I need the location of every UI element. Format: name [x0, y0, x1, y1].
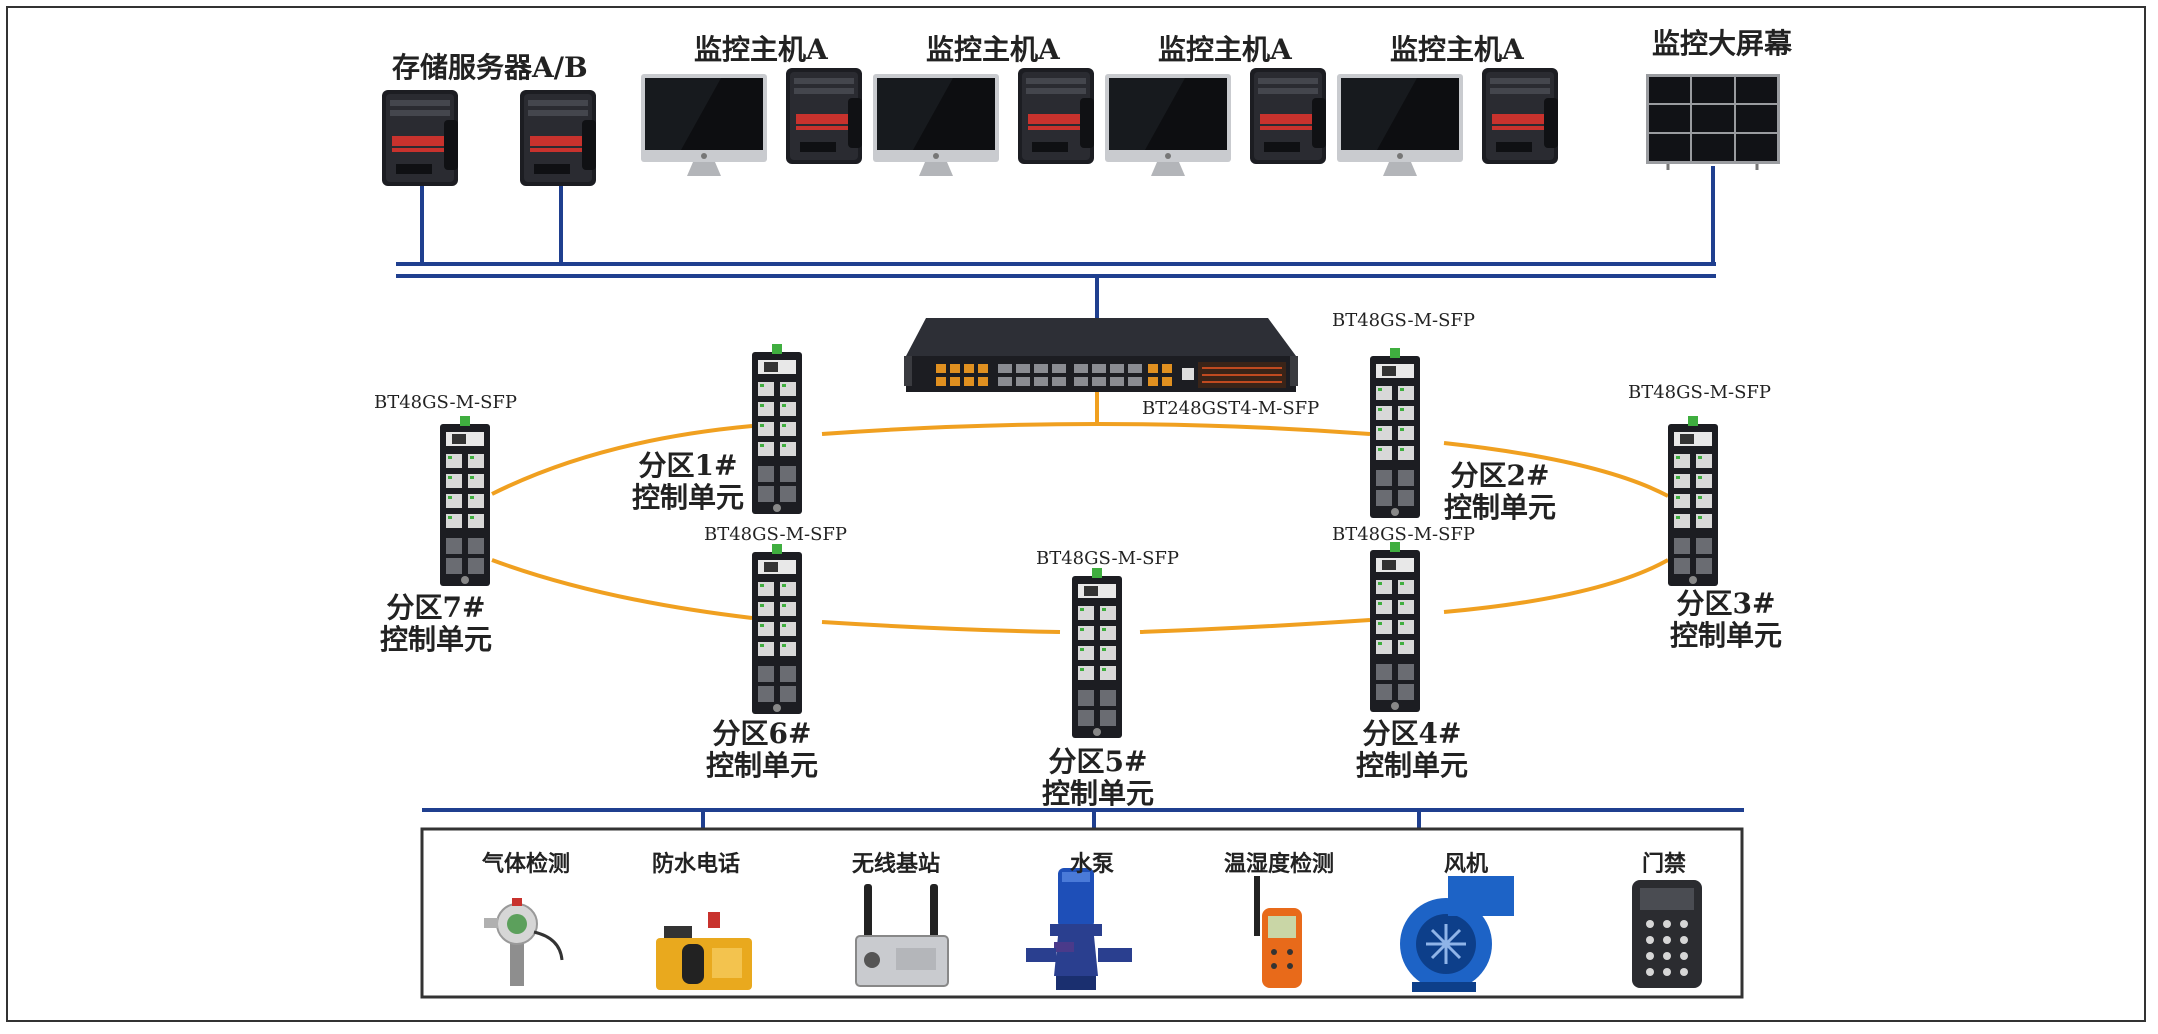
zone-2-model: BT48GS-M-SFP: [1332, 310, 1476, 331]
zone-7-unit: 控制单元: [380, 623, 493, 656]
gas-detector-icon: [484, 898, 564, 986]
monitoring-host-4: [1337, 68, 1558, 176]
zone-2-label: 分区2# 控制单元: [1444, 460, 1556, 524]
zone-6-switch-icon: [752, 544, 802, 714]
video-wall-label: 监控大屏幕: [1652, 27, 1793, 60]
waterproof-phone-icon: [656, 912, 752, 990]
zone-2-switch-icon: [1370, 348, 1420, 518]
zone-3-unit: 控制单元: [1670, 619, 1783, 652]
thermo-hygrometer-label: 温湿度检测: [1224, 851, 1335, 877]
monitoring-host-1: [641, 68, 862, 176]
zone-5-model: BT48GS-M-SFP: [1036, 548, 1180, 569]
storage-server-icon: [520, 90, 596, 186]
video-wall-icon: [1646, 74, 1780, 170]
access-control-label: 门禁: [1642, 851, 1687, 877]
zone-3-name: 分区3#: [1676, 587, 1776, 620]
zone-2-name: 分区2#: [1450, 459, 1550, 492]
zone-7-model: BT48GS-M-SFP: [374, 392, 518, 413]
zone-6-model: BT48GS-M-SFP: [704, 524, 848, 545]
monitoring-host-2: [873, 68, 1094, 176]
zone-5-switch-icon: [1072, 568, 1122, 738]
zone-1-unit: 控制单元: [632, 481, 745, 514]
storage-server-label: 存储服务器A/B: [392, 51, 588, 84]
field-devices-box: [420, 827, 1744, 999]
zone-3-switch-icon: [1668, 416, 1718, 586]
zone-2-unit: 控制单元: [1444, 491, 1557, 524]
monitoring-host-label-1: 监控主机A: [694, 33, 828, 66]
top-network-bus: [396, 166, 1716, 318]
field-bus: [422, 808, 1744, 830]
zone-5-unit: 控制单元: [1042, 777, 1155, 810]
gas-detector-label: 气体检测: [482, 851, 571, 877]
zone-4-unit: 控制单元: [1356, 749, 1469, 782]
core-switch-model: BT248GST4-M-SFP: [1142, 398, 1320, 419]
monitoring-host-3: [1105, 68, 1326, 176]
monitoring-host-label-2: 监控主机A: [926, 33, 1060, 66]
waterproof-phone-label: 防水电话: [652, 851, 741, 877]
zone-5-name: 分区5#: [1048, 745, 1148, 778]
monitoring-host-label-3: 监控主机A: [1158, 33, 1292, 66]
zone-6-label: 分区6# 控制单元: [706, 718, 818, 782]
diagram-frame: [6, 6, 2146, 1022]
water-pump-icon: [1026, 868, 1132, 990]
access-control-keypad-icon: [1632, 880, 1702, 988]
zone-6-name: 分区6#: [712, 717, 812, 750]
ring-network: [491, 392, 1669, 634]
zone-4-name: 分区4#: [1362, 717, 1462, 750]
zone-4-switch-icon: [1370, 542, 1420, 712]
zone-7-label: 分区7# 控制单元: [380, 592, 492, 656]
zone-6-unit: 控制单元: [706, 749, 819, 782]
zone-5-label: 分区5# 控制单元: [1042, 746, 1154, 810]
zone-3-model: BT48GS-M-SFP: [1628, 382, 1772, 403]
core-switch-icon: [904, 318, 1298, 392]
thermo-hygrometer-icon: [1254, 876, 1302, 988]
zone-4-model: BT48GS-M-SFP: [1332, 524, 1476, 545]
zone-1-switch-icon: [752, 344, 802, 514]
zone-1-name: 分区1#: [638, 449, 738, 482]
wireless-base-station-icon: [855, 884, 949, 987]
storage-server-icon: [382, 90, 458, 186]
wireless-base-station-label: 无线基站: [852, 851, 941, 877]
water-pump-label: 水泵: [1070, 851, 1115, 877]
zone-4-label: 分区4# 控制单元: [1356, 718, 1468, 782]
zone-1-label: 分区1# 控制单元: [632, 450, 744, 514]
zone-7-switch-icon: [440, 416, 490, 586]
monitoring-host-label-4: 监控主机A: [1390, 33, 1524, 66]
zone-3-label: 分区3# 控制单元: [1670, 588, 1782, 652]
zone-7-name: 分区7#: [386, 591, 486, 624]
fan-blower-icon: [1400, 876, 1514, 992]
fan-blower-label: 风机: [1444, 851, 1489, 877]
